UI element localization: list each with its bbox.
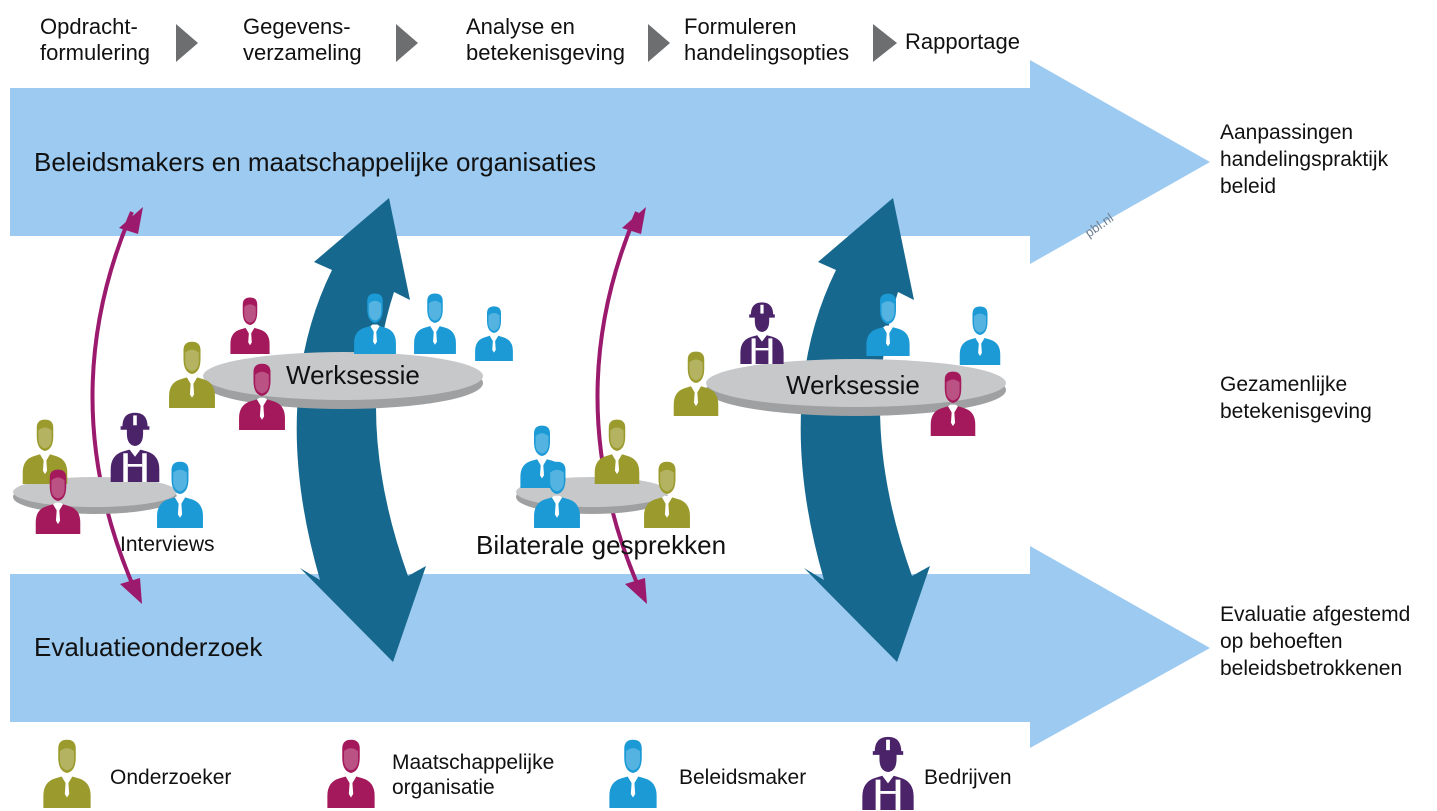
phase-label-handelingsopties: Formuleren handelingsopties	[684, 14, 850, 65]
interaction-arrow-1	[90, 211, 136, 589]
phase-chevron-icon	[396, 24, 418, 62]
phase-label-opdrachtformulering: Opdracht- formulering	[40, 14, 151, 65]
maatschappelijk-icon	[230, 297, 270, 354]
table-werksessie-1	[203, 352, 483, 400]
arrow-head-icon	[119, 207, 143, 234]
beleidsmaker-icon	[414, 293, 456, 354]
top-band-arrow	[10, 60, 1210, 264]
arrow-head-icon	[625, 578, 647, 604]
legend-maatschappelijk-label: Maatschappelijke organisatie	[392, 751, 555, 799]
phase-chevron-icon	[873, 24, 897, 62]
phase-label-gegevensverzameling: Gegevens- verzameling	[243, 14, 362, 65]
beleidsmaker-icon	[475, 306, 513, 361]
phase-separators	[176, 24, 897, 62]
interaction-arrow-2	[595, 211, 641, 589]
phase-label-analyse: Analyse en betekenisgeving	[466, 14, 626, 65]
legend-onderzoeker-icon	[43, 739, 91, 808]
bottom-band-label: Evaluatieonderzoek	[34, 632, 263, 662]
interviews-label: Interviews	[120, 533, 215, 556]
outcome-middle: Gezamenlijke betekenisgeving	[1220, 373, 1372, 423]
legend-bedrijf-icon	[862, 736, 914, 810]
legend-onderzoeker-label: Onderzoeker	[110, 766, 232, 789]
bedrijf-icon	[110, 412, 160, 482]
werksessie-2-label: Werksessie	[786, 370, 920, 400]
top-band-label: Beleidsmakers en maatschappelijke organi…	[34, 147, 597, 177]
dark-blue-double-arrow-2	[800, 198, 930, 662]
legend-bedrijf-label: Bedrijven	[924, 766, 1012, 789]
phase-chevron-icon	[176, 24, 198, 62]
phase-label-rapportage: Rapportage	[905, 29, 1020, 54]
bilaterale-label: Bilaterale gesprekken	[476, 530, 727, 560]
legend-beleidsmaker-icon	[609, 739, 657, 808]
table-werksessie-2	[706, 359, 1006, 407]
bedrijf-icon	[740, 302, 784, 364]
dark-blue-double-arrow-1	[296, 198, 426, 662]
beleidsmaker-icon	[959, 306, 1001, 365]
legend-maatschappelijk-icon	[327, 739, 375, 808]
legend-beleidsmaker-label: Beleidsmaker	[679, 766, 807, 789]
outcome-bottom: Evaluatie afgestemd op behoeften beleids…	[1220, 603, 1411, 680]
outcome-top: Aanpassingen handelingspraktijk beleid	[1220, 121, 1389, 198]
werksessie-1-label: Werksessie	[286, 360, 420, 390]
arrow-head-icon	[120, 578, 142, 604]
phase-chevron-icon	[648, 24, 670, 62]
arrow-head-icon	[622, 207, 646, 234]
